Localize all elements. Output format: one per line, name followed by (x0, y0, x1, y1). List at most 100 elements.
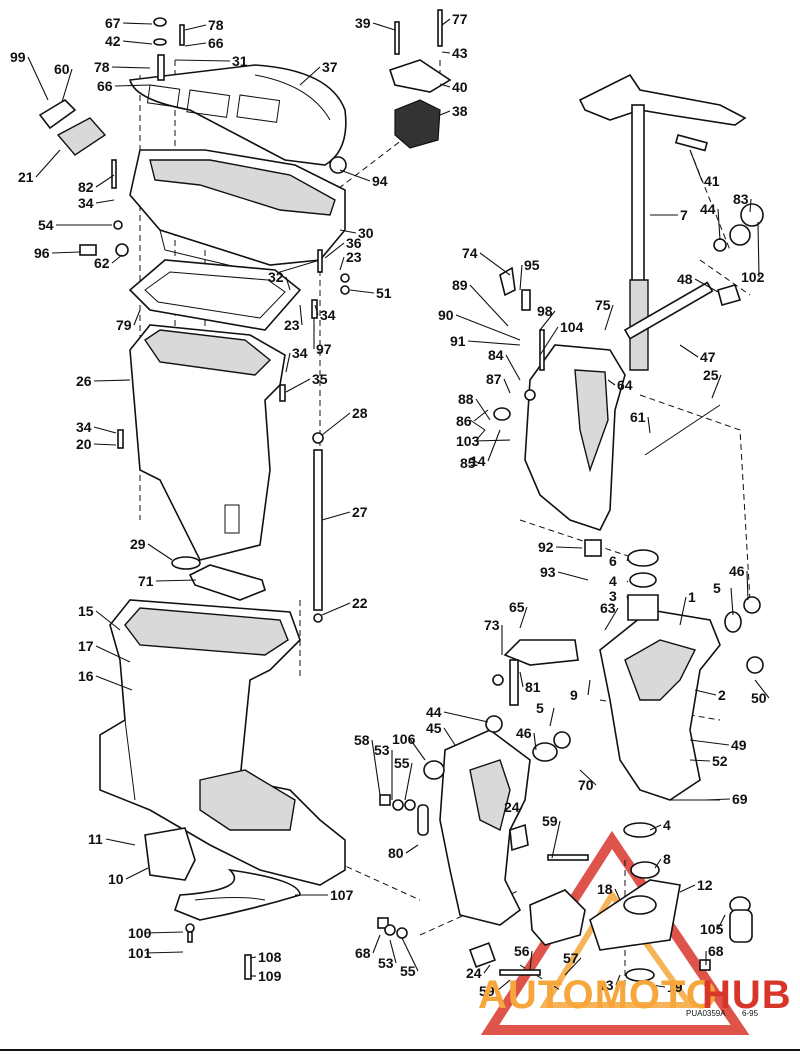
part-callout-102: 102 (741, 269, 765, 285)
part-callout-48: 48 (677, 271, 693, 287)
part-callout-34: 34 (320, 307, 336, 323)
callout-leader (299, 304, 303, 326)
part-callout-81: 81 (525, 679, 541, 695)
callout-leader (717, 208, 721, 241)
callout-leader (604, 304, 614, 331)
part-callout-5: 5 (713, 580, 721, 596)
callout-leader (321, 412, 351, 436)
part-callout-66: 66 (97, 78, 113, 94)
callout-leader (607, 379, 616, 386)
part-callout-100: 100 (128, 925, 152, 941)
part-callout-80: 80 (388, 845, 404, 861)
callout-leader (614, 888, 621, 901)
part-callout-23: 23 (284, 317, 300, 333)
part-callout-53: 53 (374, 742, 390, 758)
part-callout-74: 74 (462, 245, 478, 261)
callout-leader (746, 570, 749, 601)
callout-leader (404, 762, 413, 801)
part-callout-1: 1 (688, 589, 696, 605)
callout-leader (95, 675, 133, 691)
exhaust-housing (129, 324, 286, 561)
part-callout-8: 8 (663, 851, 671, 867)
callout-leader (679, 596, 687, 626)
stern-bracket-right (599, 609, 721, 801)
callout-leader (529, 950, 533, 971)
part-callout-68: 68 (708, 943, 724, 959)
part-callout-96: 96 (34, 245, 50, 261)
part-callout-22: 22 (352, 595, 368, 611)
part-callout-95: 95 (524, 257, 540, 273)
callout-leader (409, 738, 426, 761)
callout-leader (51, 251, 81, 254)
part-callout-108: 108 (258, 949, 282, 965)
midsection-housing (99, 599, 346, 886)
callout-leader (679, 344, 699, 358)
part-callout-62: 62 (94, 255, 110, 271)
callout-leader (694, 278, 719, 293)
part-callout-24: 24 (466, 965, 482, 981)
part-callout-17: 17 (78, 638, 94, 654)
callout-leader (95, 174, 115, 188)
steering-shaft (578, 73, 747, 371)
part-callout-18: 18 (597, 881, 613, 897)
gasket (128, 259, 302, 331)
callout-leader (711, 374, 722, 399)
part-callout-30: 30 (358, 225, 374, 241)
tilt-lock-block (529, 879, 681, 951)
stern-bracket-left (439, 729, 531, 926)
part-callout-39: 39 (355, 15, 371, 31)
callout-leader (483, 964, 491, 974)
part-callout-59: 59 (479, 983, 495, 999)
part-callout-23: 23 (346, 249, 362, 265)
part-callout-12: 12 (697, 877, 713, 893)
part-callout-3: 3 (609, 588, 617, 604)
callout-leader (285, 276, 291, 291)
callout-leader (533, 732, 537, 751)
callout-leader (93, 443, 117, 446)
callout-leader (61, 68, 73, 103)
part-callout-55: 55 (394, 755, 410, 771)
callout-leader (147, 543, 173, 561)
fastener-hardware (38, 9, 764, 982)
callout-leader (443, 727, 456, 746)
callout-leader (122, 22, 153, 25)
part-callout-34: 34 (78, 195, 94, 211)
callout-leader (519, 606, 528, 629)
part-callout-4: 4 (609, 573, 617, 589)
part-callout-78: 78 (94, 59, 110, 75)
callout-leader (626, 557, 629, 562)
callout-leader (111, 66, 151, 69)
callout-leader (749, 198, 752, 213)
part-callout-91: 91 (450, 333, 466, 349)
part-callout-66: 66 (208, 35, 224, 51)
part-callout-25: 25 (703, 367, 719, 383)
part-callout-59: 59 (542, 813, 558, 829)
callout-leader (285, 352, 291, 373)
part-callout-47: 47 (700, 349, 716, 365)
callout-leader (401, 937, 419, 972)
callout-leader (372, 22, 396, 31)
part-callout-44: 44 (700, 201, 716, 217)
part-callout-94: 94 (372, 173, 388, 189)
part-callout-73: 73 (484, 617, 500, 633)
callout-leader (349, 289, 375, 294)
part-callout-9: 9 (570, 687, 578, 703)
part-callout-98: 98 (537, 303, 553, 319)
callout-leader (321, 602, 351, 616)
callout-leader (503, 378, 511, 394)
part-callout-58: 58 (354, 732, 370, 748)
part-callout-99: 99 (10, 49, 26, 65)
part-callout-4: 4 (663, 817, 671, 833)
callout-leader (717, 914, 726, 930)
callout-leader (285, 378, 311, 393)
part-callout-7: 7 (680, 207, 688, 223)
callout-leader (754, 679, 770, 699)
part-callout-92: 92 (538, 539, 554, 555)
callout-leader (95, 199, 115, 204)
part-callout-64: 64 (617, 377, 633, 393)
swivel-bracket (524, 344, 626, 531)
part-callout-6: 6 (609, 553, 617, 569)
callout-leader (694, 689, 717, 696)
part-callout-83: 83 (733, 191, 749, 207)
callout-leader (467, 340, 521, 346)
